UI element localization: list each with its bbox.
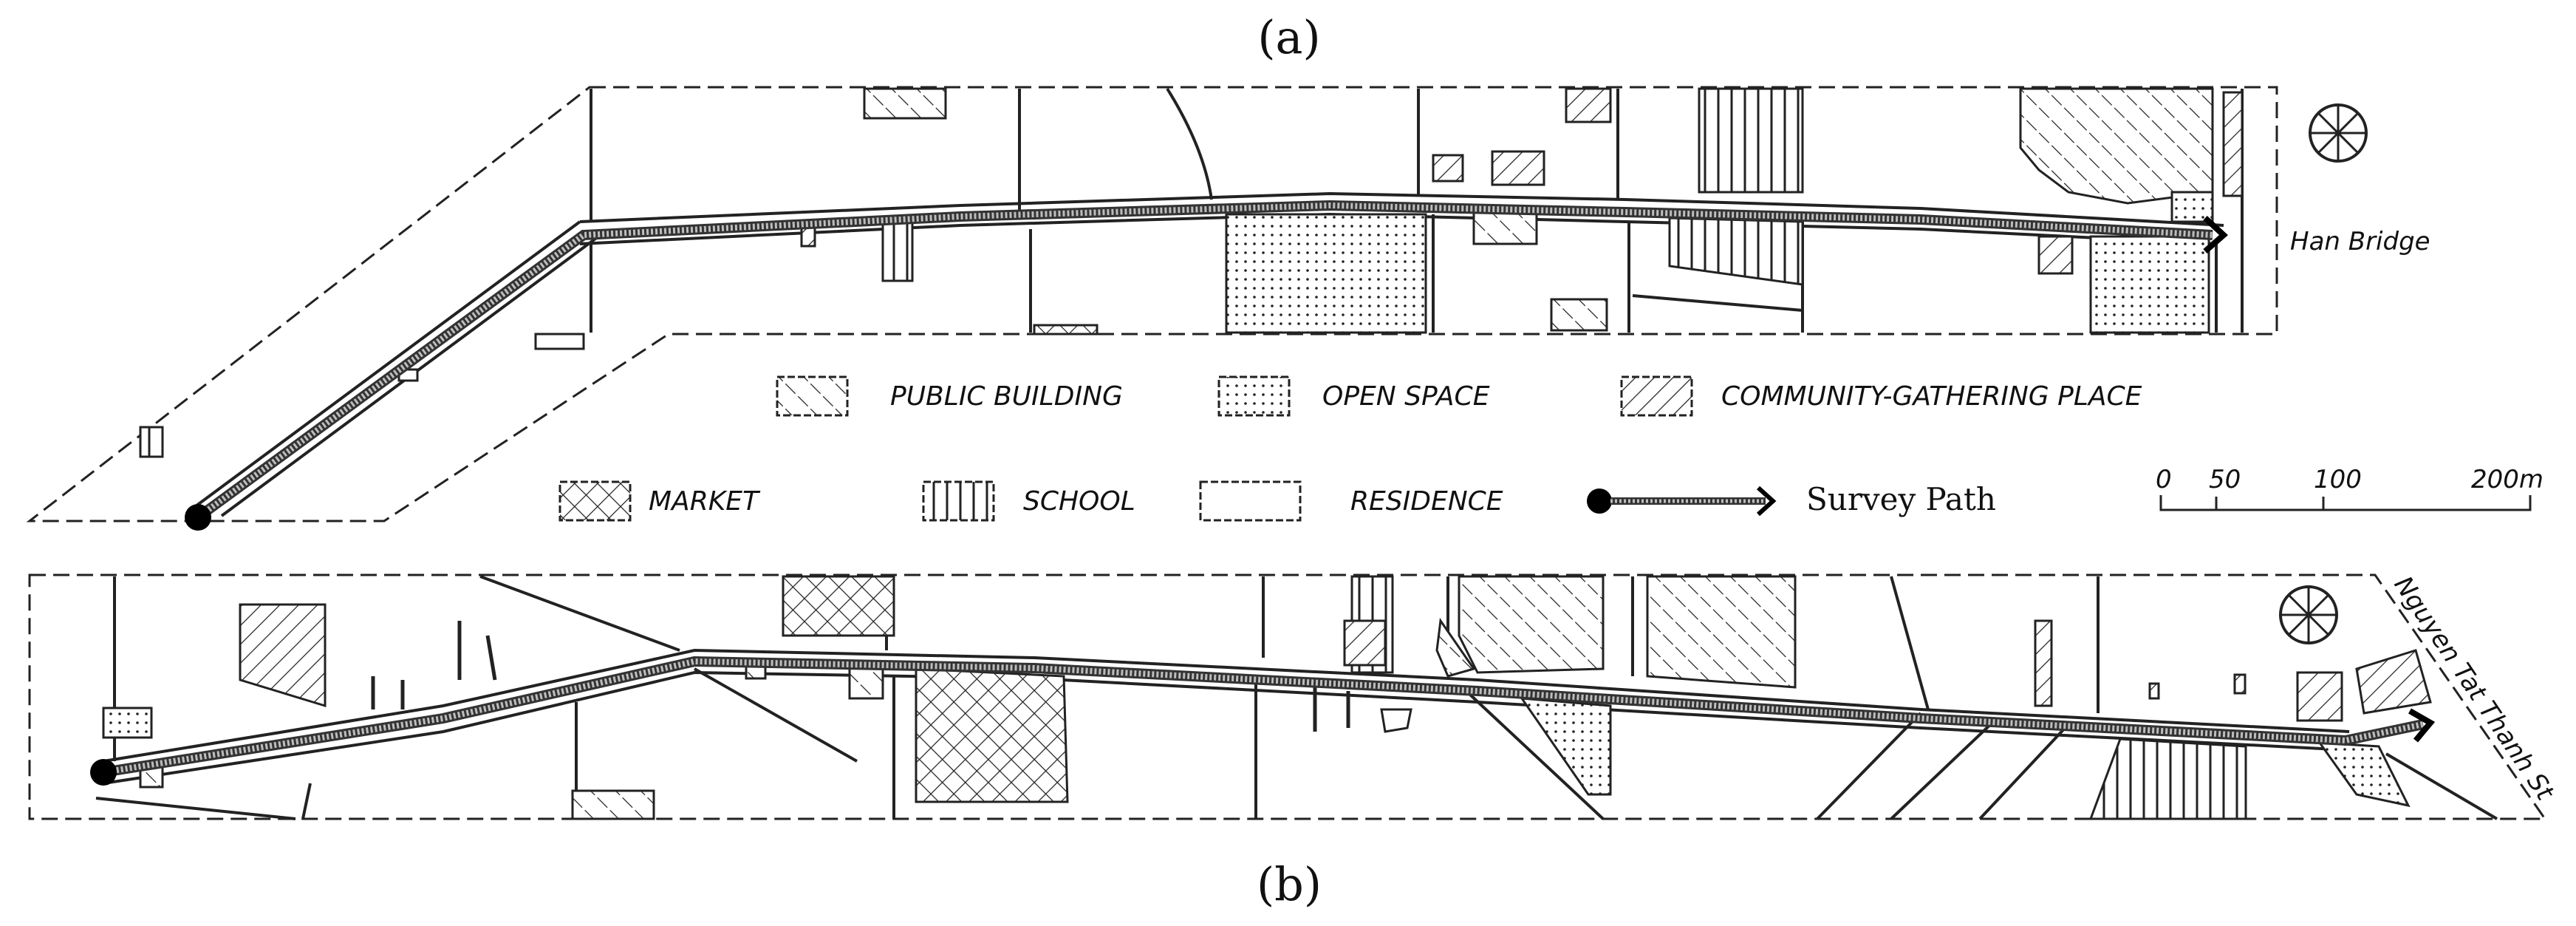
caption-b: (b) <box>1257 857 1322 911</box>
map-a-frame <box>26 86 2278 522</box>
community-block <box>239 603 327 708</box>
legend-community: COMMUNITY-GATHERING PLACE <box>1721 381 2142 412</box>
legend-swatch-school <box>922 480 995 522</box>
open-space-block <box>2089 235 2210 334</box>
market-block <box>915 667 1069 803</box>
open-space-block <box>2317 741 2411 808</box>
survey-path-start-dot-icon <box>185 504 211 531</box>
community-block <box>2037 235 2074 275</box>
legend-market: MARKET <box>649 486 761 517</box>
community-block <box>2148 682 2160 700</box>
legend-swatch-residence <box>1199 480 1302 522</box>
map-a: Han Bridge <box>26 86 2430 531</box>
scale-tick-50: 50 <box>2209 465 2241 494</box>
community-block <box>2296 671 2343 722</box>
map-b: Nguyen Tat Thanh St <box>28 571 2560 820</box>
han-bridge-label: Han Bridge <box>2290 227 2430 256</box>
north-arrow-icon <box>2279 585 2338 644</box>
public-building-block <box>2019 87 2214 205</box>
community-block <box>1343 619 1387 667</box>
legend-swatch-market <box>558 480 632 522</box>
survey-path-end-arrow-icon <box>2408 708 2436 743</box>
public-building-block <box>1458 575 1605 674</box>
scale-tick-200: 200m <box>2471 465 2543 494</box>
market-block <box>1033 324 1099 336</box>
school-block <box>1668 217 1804 286</box>
market-block <box>782 575 895 637</box>
open-space-block <box>1519 697 1612 796</box>
legend-public-building: PUBLIC BUILDING <box>890 381 1123 412</box>
legend-survey-path-arrow-icon <box>1756 486 1777 517</box>
public-building-block <box>1646 575 1797 689</box>
caption-a: (a) <box>1257 10 1320 64</box>
north-arrow-icon <box>2309 103 2368 163</box>
community-block <box>2233 673 2247 695</box>
public-building-block <box>1550 298 1608 332</box>
survey-path-start-dot-icon <box>90 759 117 786</box>
public-building-block <box>571 789 655 820</box>
public-building-block <box>848 664 884 700</box>
community-block <box>1565 87 1612 123</box>
community-block <box>1432 154 1464 183</box>
school-block <box>139 426 164 458</box>
school-block <box>1698 87 1804 194</box>
scale-tick-100: 100 <box>2314 465 2362 494</box>
legend-swatch-community <box>1620 375 1693 417</box>
public-building-block <box>863 87 947 120</box>
open-space-block <box>1225 213 1427 334</box>
legend-residence: RESIDENCE <box>1350 486 1503 517</box>
legend-survey-path-dot-icon <box>1587 488 1612 514</box>
school-block <box>881 220 914 282</box>
legend-survey-path: Survey Path <box>1806 481 1996 517</box>
legend-swatch-open-space <box>1217 375 1291 417</box>
legend-school: SCHOOL <box>1023 486 1135 517</box>
school-block <box>2088 738 2247 820</box>
scale-bar: 0 50 100 200m <box>2156 465 2543 511</box>
scale-tick-0: 0 <box>2156 465 2172 494</box>
legend: PUBLIC BUILDING OPEN SPACE COMMUNITY-GAT… <box>558 375 2543 522</box>
community-block <box>2034 619 2053 707</box>
map-b-frame <box>28 573 2547 820</box>
community-block <box>2222 91 2244 197</box>
open-space-block <box>102 707 153 739</box>
open-space-block <box>2170 191 2214 223</box>
legend-open-space: OPEN SPACE <box>1322 381 1490 412</box>
community-block <box>2355 649 2432 715</box>
survey-path-end-arrow-icon <box>2203 216 2228 254</box>
public-building-block <box>1435 617 1476 678</box>
community-block <box>1491 150 1545 186</box>
legend-swatch-public-building <box>776 375 849 417</box>
